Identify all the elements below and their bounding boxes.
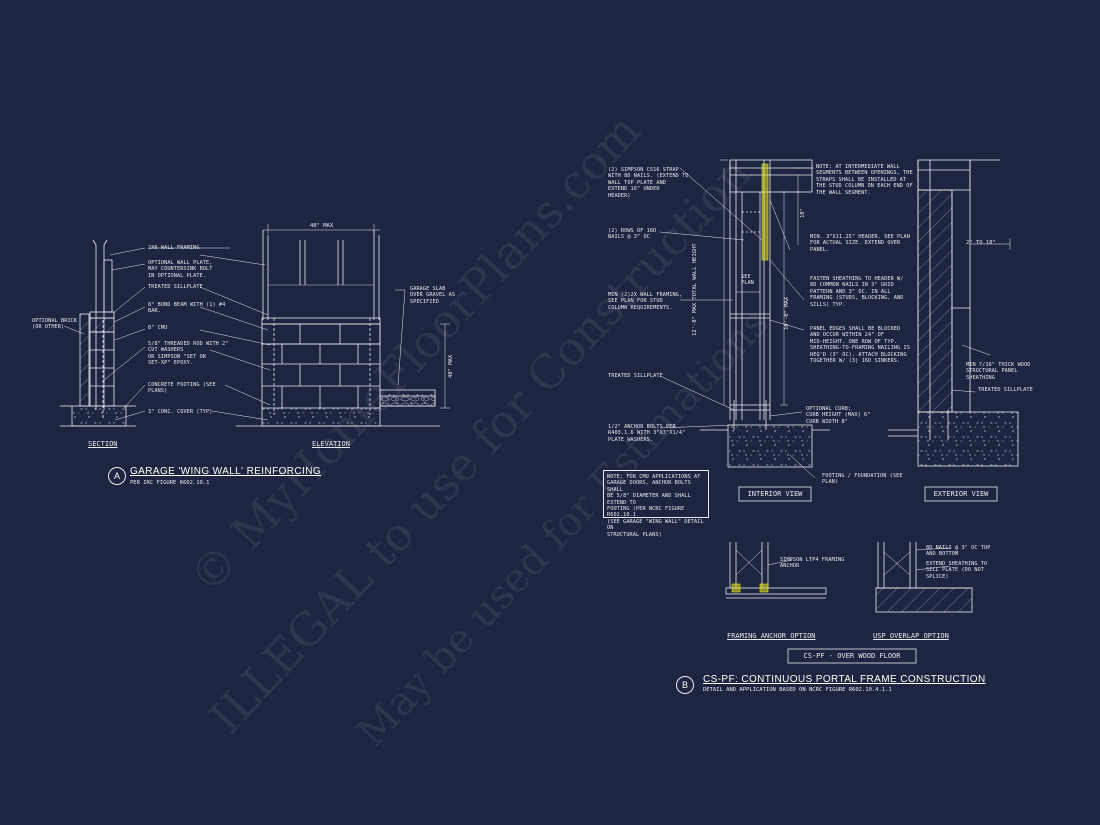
- detail-a-marker: A: [108, 467, 126, 485]
- detail-b-subtitle: DETAIL AND APPLICATION BASED ON NCRC FIG…: [703, 687, 892, 693]
- note-cmu-applications: NOTE: FOR CMU APPLICATIONS AT GARAGE DOO…: [607, 474, 704, 538]
- note-footing-foundation: FOOTING / FOUNDATION (SEE PLAN): [822, 473, 903, 486]
- section-a-drawing: [60, 239, 136, 427]
- usp-overlap-option-drawing: [875, 542, 973, 613]
- note-intermediate-segments: NOTE: AT INTERMEDIATE WALL SEGMENTS BETW…: [816, 164, 913, 196]
- wood-floor-box-label: CS-PF - OVER WOOD FLOOR: [803, 652, 901, 660]
- detail-b-title: CS-PF: CONTINUOUS PORTAL FRAME CONSTRUCT…: [703, 674, 986, 685]
- elevation-a-drawing: [236, 224, 450, 427]
- note-extend-sheathing: EXTEND SHEATHING TO SILL PLATE (DO NOT S…: [926, 561, 988, 580]
- note-anchor-bolts: 1/2" ANCHOR BOLTS PER R403.1.6 WITH 3"x3…: [608, 424, 686, 443]
- note-cmu: 8" CMU: [148, 325, 168, 331]
- note-threaded-rod: 5/8" THREADED ROD WITH 2" CUT WASHERS OR…: [148, 341, 229, 367]
- exterior-view-label: EXTERIOR VIEW: [933, 490, 989, 498]
- note-conc-cover: 3" CONC. COVER (TYP): [148, 409, 213, 415]
- note-panel-edges: PANEL EDGES SHALL BE BLOCKED AND OCCUR W…: [810, 326, 910, 365]
- note-bond-beam: 8" BOND BEAM WITH (1) #4 BAR.: [148, 302, 226, 315]
- note-fasten-sheathing: FASTEN SHEATHING TO HEADER W/ 8d COMMON …: [810, 276, 904, 308]
- dim-header-18: 18": [800, 208, 806, 218]
- section-label: SECTION: [88, 440, 118, 448]
- simpson-strap-highlight: [731, 163, 769, 593]
- dim-total-wall-height: 12'-8" MAX TOTAL WALL HEIGHT: [692, 243, 698, 336]
- note-simpson-strap: (2) SIMPSON CS16 STRAP WITH 8d NAILS. (E…: [608, 167, 689, 199]
- note-concrete-footing: CONCRETE FOOTING (SEE PLANS): [148, 382, 216, 395]
- note-garage-slab: GARAGE SLAB OVER GRAVEL AS SPECIFIED: [410, 286, 456, 305]
- note-min-7-16-sheathing: MIN 7/16" THICK WOOD STRUCTURAL PANEL SH…: [966, 362, 1031, 381]
- see-plan-label: SEE PLAN: [741, 274, 754, 287]
- cmu-note-box: NOTE: FOR CMU APPLICATIONS AT GARAGE DOO…: [603, 470, 709, 538]
- interior-view-label: INTERIOR VIEW: [747, 490, 803, 498]
- framing-anchor-option-label: FRAMING ANCHOR OPTION: [727, 632, 816, 640]
- elevation-label: ELEVATION: [312, 440, 350, 448]
- note-8d-nails: 8d NAILS @ 3" OC TOP AND BOTTOM: [926, 545, 991, 558]
- note-treated-sillplate-a: TREATED SILLPLATE: [148, 284, 203, 290]
- exterior-view-drawing: [888, 159, 1019, 502]
- note-treated-sillplate-b: TREATED SILLPLATE: [608, 373, 663, 379]
- interior-view-drawing: [659, 159, 830, 502]
- dim-48-max-width: 48" MAX: [310, 223, 334, 229]
- note-optional-brick: OPTIONAL BRICK (OR OTHER): [32, 318, 78, 331]
- detail-a-title: GARAGE 'WING WALL' REINFORCING: [130, 466, 322, 477]
- framing-anchor-option-drawing: [725, 542, 827, 599]
- note-min-header: MIN. 3"x11.25" HEADER. SEE PLAN FOR ACTU…: [810, 234, 910, 253]
- dim-2-to-18: 2" TO 18": [966, 240, 996, 246]
- wood-floor-box-frame: [787, 648, 917, 664]
- detail-a-subtitle: PER IRC FIGURE R602.10.1: [130, 480, 210, 486]
- note-simpson-ltp4: SIMPSON LTP4 FRAMING ANCHOR: [780, 557, 845, 570]
- usp-overlap-option-label: USP OVERLAP OPTION: [873, 632, 949, 640]
- note-rows-16d: (2) ROWS OF 16d NAILS @ 3" OC: [608, 228, 657, 241]
- note-wall-framing: 2x6 WALL FRAMING: [148, 245, 200, 251]
- note-min-2x-framing: MIN (2)2X WALL FRAMING, SEE PLAN FOR STU…: [608, 292, 683, 311]
- detail-b-marker: B: [676, 676, 694, 694]
- section-a-leaders: [63, 247, 271, 421]
- dim-wall-height: 10'-0" MAX: [784, 296, 790, 330]
- note-optional-curb: OPTIONAL CURB; CURB HEIGHT (MAX) 6" CURB…: [806, 406, 871, 425]
- dim-48-max-height: 48" MAX: [448, 354, 454, 378]
- note-treated-sillplate-ext: TREATED SILLPLATE: [978, 387, 1033, 393]
- note-optional-plate: OPTIONAL WALL PLATE, MAY COUNTERSINK BOL…: [148, 260, 213, 279]
